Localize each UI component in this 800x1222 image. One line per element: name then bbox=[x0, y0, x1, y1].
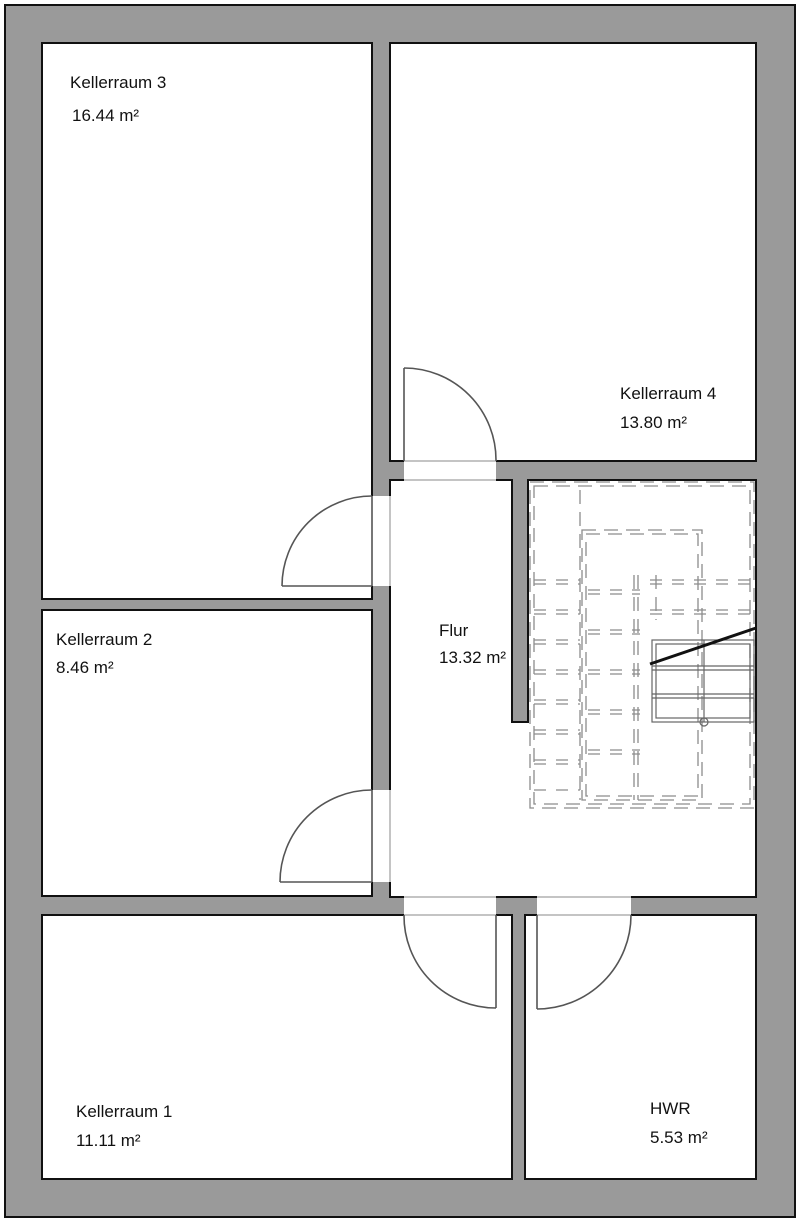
room-name-kellerraum-2: Kellerraum 2 bbox=[56, 630, 152, 649]
stair-verticals bbox=[579, 490, 657, 800]
door-kellerraum-4 bbox=[403, 367, 497, 462]
room-floor-hwr bbox=[524, 914, 757, 1180]
room-floor-kellerraum-3 bbox=[41, 42, 373, 600]
room-name-flur: Flur bbox=[439, 621, 469, 640]
room-floor-flur bbox=[389, 479, 757, 898]
room-floor-kellerraum-2 bbox=[41, 609, 373, 897]
room-name-kellerraum-3: Kellerraum 3 bbox=[70, 73, 166, 92]
room-area-kellerraum-3: 16.44 m² bbox=[72, 106, 139, 125]
room-labels: Kellerraum 3 16.44 m² Kellerraum 4 13.80… bbox=[56, 73, 716, 1150]
doors bbox=[279, 367, 632, 1010]
stair-lower-flight bbox=[651, 639, 755, 727]
room-name-hwr: HWR bbox=[650, 1099, 691, 1118]
door-kellerraum-2 bbox=[279, 789, 373, 883]
room-area-flur: 13.32 m² bbox=[439, 648, 506, 667]
door-openings bbox=[370, 459, 631, 917]
stair-treads bbox=[534, 579, 750, 791]
room-name-kellerraum-4: Kellerraum 4 bbox=[620, 384, 716, 403]
stair-cut-line bbox=[649, 626, 757, 666]
door-kellerraum-3 bbox=[281, 495, 373, 587]
room-floor-kellerraum-4 bbox=[389, 42, 757, 462]
door-hwr bbox=[536, 914, 632, 1010]
room-area-kellerraum-2: 8.46 m² bbox=[56, 658, 114, 677]
room-floor-kellerraum-1 bbox=[41, 914, 513, 1180]
room-name-kellerraum-1: Kellerraum 1 bbox=[76, 1102, 172, 1121]
door-kellerraum-1 bbox=[403, 914, 497, 1009]
room-area-hwr: 5.53 m² bbox=[650, 1128, 708, 1147]
stair-inner-outline bbox=[581, 529, 703, 801]
room-area-kellerraum-4: 13.80 m² bbox=[620, 413, 687, 432]
room-area-kellerraum-1: 11.11 m² bbox=[76, 1131, 141, 1150]
